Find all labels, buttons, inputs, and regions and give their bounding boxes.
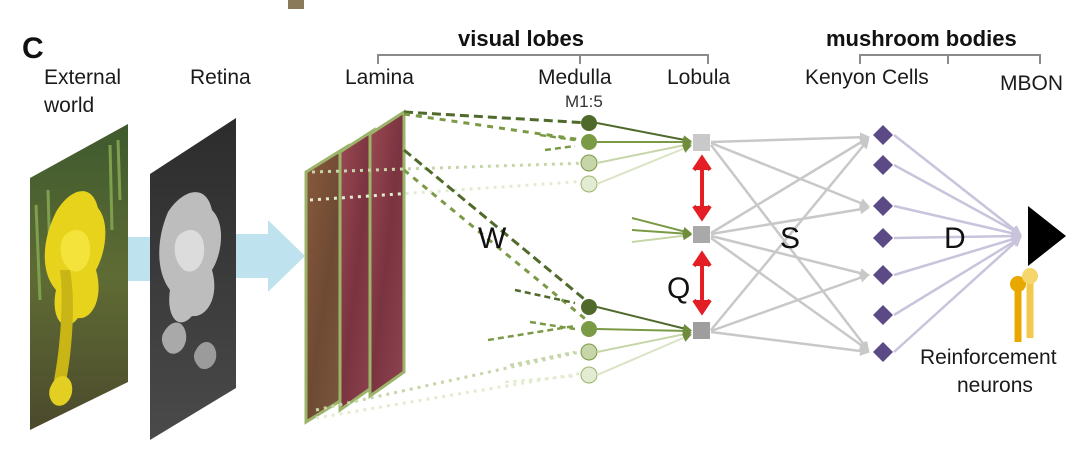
visual-lobes-group-label: visual lobes [458, 26, 584, 51]
medulla-label: Medulla [538, 66, 612, 89]
retina-label: Retina [190, 66, 251, 89]
lamina-panels [306, 112, 404, 422]
mushroom-bodies-bracket [860, 55, 1040, 64]
external-world-label: External [44, 66, 121, 89]
medulla-sub-label: M1:5 [565, 92, 603, 111]
flow-arrow-retina-to-lamina [232, 220, 305, 292]
external-world-label-line2: world [43, 94, 94, 117]
panel-letter: C [22, 32, 44, 65]
visual-lobes-bracket [378, 55, 708, 64]
kenyon-cells [873, 125, 893, 362]
kenyon-cells-label: Kenyon Cells [805, 66, 929, 89]
decorative-thumbnail-icon [288, 0, 304, 9]
lobula-label: Lobula [667, 66, 730, 89]
lamina-label: Lamina [345, 66, 414, 89]
medulla-to-lobula-arrows [597, 123, 690, 375]
mushroom-bodies-group-label: mushroom bodies [826, 26, 1017, 51]
external-world-image [30, 124, 128, 430]
mbon-neuron [1028, 206, 1066, 266]
medulla-cells-top [581, 115, 597, 192]
medulla-cells-bottom [581, 299, 597, 383]
medulla-incoming-dashes [488, 135, 575, 382]
weight-w-label: W [478, 222, 507, 255]
weight-d-label: D [944, 222, 966, 255]
weight-q-label: Q [667, 272, 690, 305]
mbon-label: MBON [1000, 72, 1063, 95]
weight-s-label: S [780, 222, 800, 255]
retina-image [150, 118, 236, 440]
reinforcement-label: Reinforcement [920, 346, 1057, 369]
reinforcement-label-line2: neurons [957, 374, 1033, 397]
reinforcement-neurons [1010, 268, 1038, 342]
